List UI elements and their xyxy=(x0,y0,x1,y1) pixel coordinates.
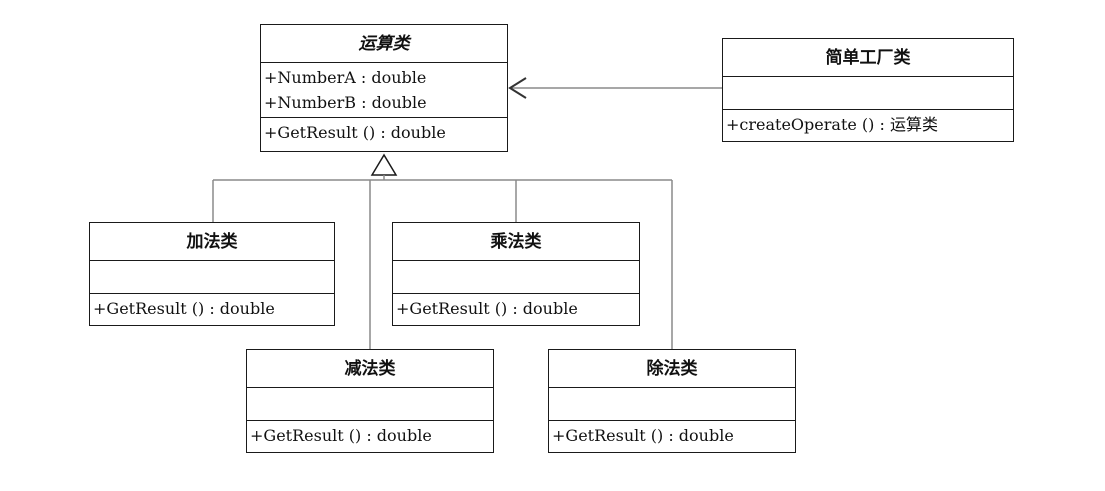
operation-create-operate: +createOperate () : 运算类 xyxy=(726,115,938,134)
multiply-class-attributes xyxy=(393,261,639,294)
operation-class-name: 运算类 xyxy=(261,25,507,63)
operation-class-attributes: +NumberA : double +NumberB : double xyxy=(261,63,507,118)
subtract-class: 减法类 +GetResult () : double xyxy=(246,349,494,453)
add-class-operations: +GetResult () : double xyxy=(90,294,334,324)
operation-get-result: +GetResult () : double xyxy=(250,426,432,445)
operation-class: 运算类 +NumberA : double +NumberB : double … xyxy=(260,24,508,152)
factory-class-attributes xyxy=(723,77,1013,110)
add-class-name: 加法类 xyxy=(90,223,334,261)
operation-get-result: +GetResult () : double xyxy=(264,123,446,142)
factory-class: 简单工厂类 +createOperate () : 运算类 xyxy=(722,38,1014,142)
subtract-class-operations: +GetResult () : double xyxy=(247,421,493,451)
operation-class-operations: +GetResult () : double xyxy=(261,118,507,148)
multiply-class: 乘法类 +GetResult () : double xyxy=(392,222,640,326)
divide-class-attributes xyxy=(549,388,795,421)
multiply-class-name: 乘法类 xyxy=(393,223,639,261)
subtract-class-attributes xyxy=(247,388,493,421)
factory-class-name: 简单工厂类 xyxy=(723,39,1013,77)
generalization-triangle xyxy=(370,153,398,176)
divide-class-name: 除法类 xyxy=(549,350,795,388)
divide-class: 除法类 +GetResult () : double xyxy=(548,349,796,453)
add-class-attributes xyxy=(90,261,334,294)
attribute-number-b: +NumberB : double xyxy=(264,93,427,112)
operation-get-result: +GetResult () : double xyxy=(93,299,275,318)
multiply-class-operations: +GetResult () : double xyxy=(393,294,639,324)
attribute-number-a: +NumberA : double xyxy=(264,68,427,87)
divide-class-operations: +GetResult () : double xyxy=(549,421,795,451)
add-class: 加法类 +GetResult () : double xyxy=(89,222,335,326)
association-arrowhead xyxy=(508,77,527,99)
factory-class-operations: +createOperate () : 运算类 xyxy=(723,110,1013,140)
operation-get-result: +GetResult () : double xyxy=(396,299,578,318)
subtract-class-name: 减法类 xyxy=(247,350,493,388)
operation-get-result: +GetResult () : double xyxy=(552,426,734,445)
